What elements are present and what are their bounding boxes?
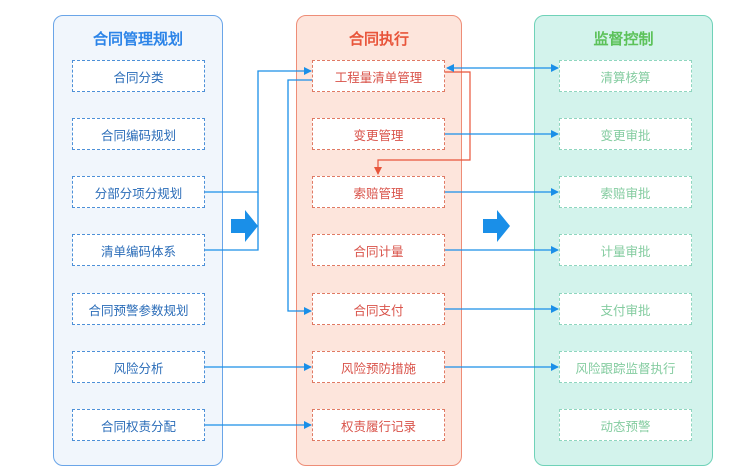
big-arrow-icon-left [231, 210, 258, 242]
supervision-item-change-approval: 变更审批 [559, 118, 692, 150]
connector-bill-to-payment [287, 79, 312, 315]
planning-item-contract-classification: 合同分类 [72, 60, 205, 92]
execution-item-risk-prevention: 风险预防措施 [312, 351, 445, 383]
supervision-item-payment-approval: 支付审批 [559, 293, 692, 325]
planning-column-title: 合同管理规划 [92, 30, 183, 48]
supervision-item-claim-approval: 索赔审批 [559, 176, 692, 208]
execution-item-contract-payment: 合同支付 [312, 293, 445, 325]
connector-division-to-bill [205, 67, 312, 193]
planning-item-coding-plan: 合同编码规划 [72, 118, 205, 150]
connector-bill-to-claim [374, 71, 471, 175]
supervision-item-measurement-approval: 计量审批 [559, 234, 692, 266]
big-arrow-icon-right [483, 210, 510, 242]
execution-column-title: 合同执行 [348, 30, 409, 48]
planning-item-risk-analysis: 风险分析 [72, 351, 205, 383]
execution-item-change-management: 变更管理 [312, 118, 445, 150]
execution-item-responsibility-record: 权责履行记录 [312, 409, 445, 441]
planning-item-bill-coding-system: 清单编码体系 [72, 234, 205, 266]
supervision-column-title: 监督控制 [593, 30, 654, 48]
supervision-item-dynamic-warning: 动态预警 [559, 409, 692, 441]
connector-bill-coding-join [205, 192, 259, 251]
planning-item-warning-parameters: 合同预警参数规划 [72, 293, 205, 325]
supervision-item-risk-tracking: 风险跟踪监督执行 [559, 351, 692, 383]
planning-item-responsibility-allocation: 合同权责分配 [72, 409, 205, 441]
execution-item-bill-management: 工程量清单管理 [312, 60, 445, 92]
execution-item-contract-measurement: 合同计量 [312, 234, 445, 266]
execution-item-claim-management: 索赔管理 [312, 176, 445, 208]
planning-item-division-plan: 分部分项分规划 [72, 176, 205, 208]
supervision-item-settlement: 清算核算 [559, 60, 692, 92]
